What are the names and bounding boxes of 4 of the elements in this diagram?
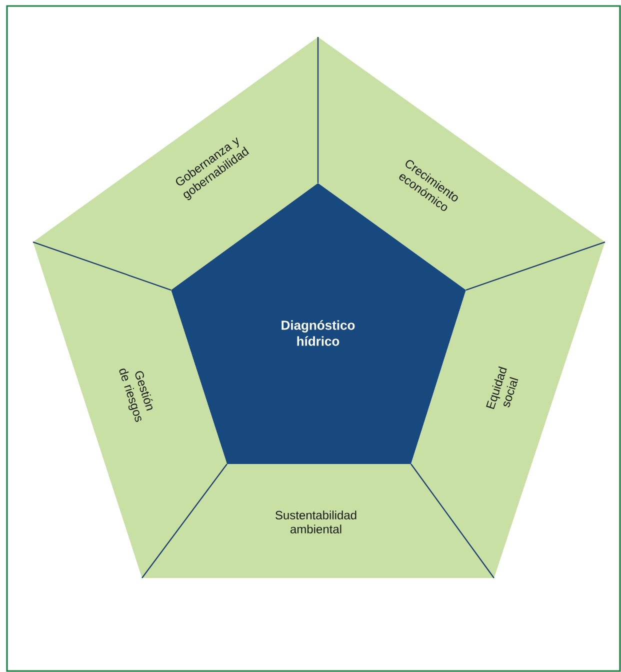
pentagon-segment: Sustentabilidad ambiental [142, 464, 494, 578]
pentagon-segment: Gestión de riesgos [33, 242, 227, 578]
node-label: Sustentabilidad ambiental [276, 510, 356, 534]
node-label: Gestión de riesgos [119, 368, 153, 422]
